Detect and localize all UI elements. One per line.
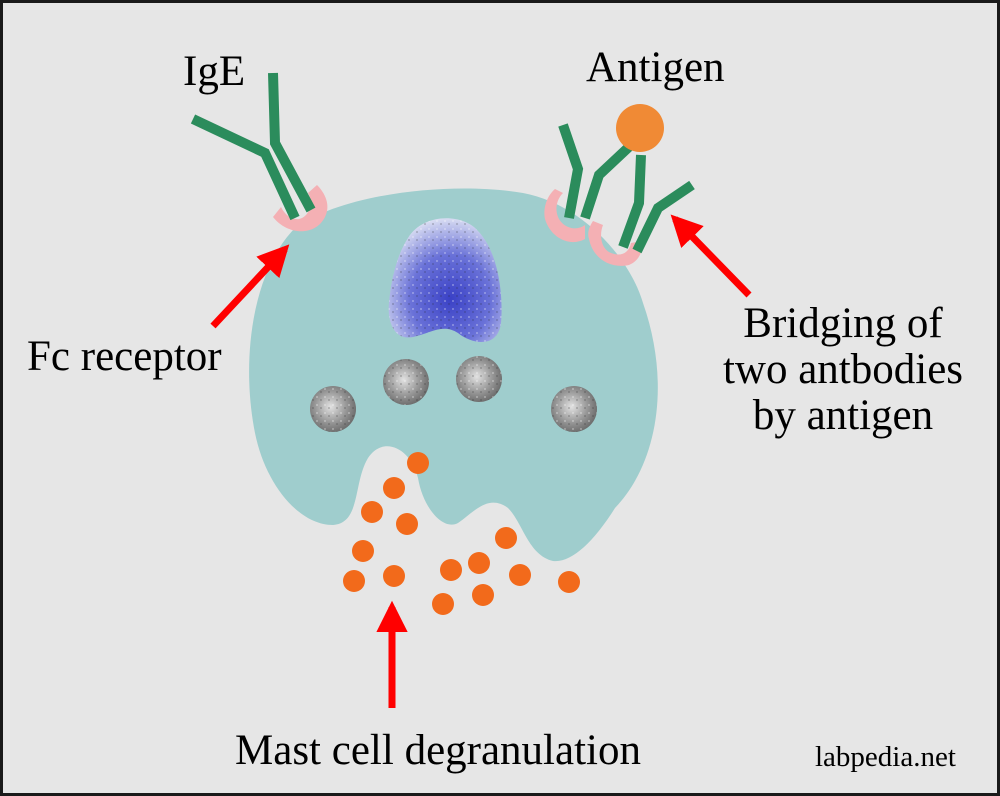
ige-antibody-right-2a (618, 154, 646, 249)
released-granule (361, 501, 383, 523)
released-granule (472, 584, 494, 606)
fc-receptors (273, 185, 643, 266)
arrow-fc-receptor (210, 244, 290, 329)
bridging-label: Bridging of two antbodies by antigen (697, 301, 989, 439)
fc-receptor-right-2 (588, 221, 643, 266)
ige-antibodies (190, 72, 695, 254)
released-granule (440, 559, 462, 581)
ige-antibody-left-light (268, 72, 316, 213)
bridging-label-line: Bridging of (743, 300, 943, 347)
released-granule (396, 513, 418, 535)
arrow-bridging (670, 214, 752, 298)
source-watermark: labpedia.net (815, 741, 956, 773)
released-granule (383, 565, 405, 587)
released-granule (558, 571, 580, 593)
arrows (210, 214, 752, 708)
released-granule (383, 477, 405, 499)
released-granule (343, 570, 365, 592)
mast-cell-body (249, 188, 658, 562)
bridging-label-line: by antigen (752, 392, 934, 439)
bridging-label-line: two antbodies (722, 346, 964, 393)
ige-antibody-right-1a (558, 123, 584, 219)
degranulation-label: Mast cell degranulation (235, 727, 641, 774)
diagram-canvas (190, 72, 752, 708)
antigen-molecule (616, 104, 664, 152)
ige-antibody-right-1b (580, 141, 635, 220)
released-granule (432, 593, 454, 615)
fc-receptor-left (273, 185, 328, 232)
released-granule (407, 452, 429, 474)
released-granules (343, 452, 580, 615)
fc-receptor-label: Fc receptor (27, 333, 222, 380)
ige-antibody-left-heavy (190, 114, 300, 221)
ige-antibody-right-2b (632, 180, 695, 254)
released-granule (495, 527, 517, 549)
intracellular-granules (310, 356, 597, 432)
released-granule (509, 564, 531, 586)
fc-receptor-right-1 (544, 189, 585, 243)
released-granule (468, 552, 490, 574)
antigen-label: Antigen (586, 44, 725, 91)
released-granule (352, 540, 374, 562)
ige-label: IgE (183, 48, 246, 95)
